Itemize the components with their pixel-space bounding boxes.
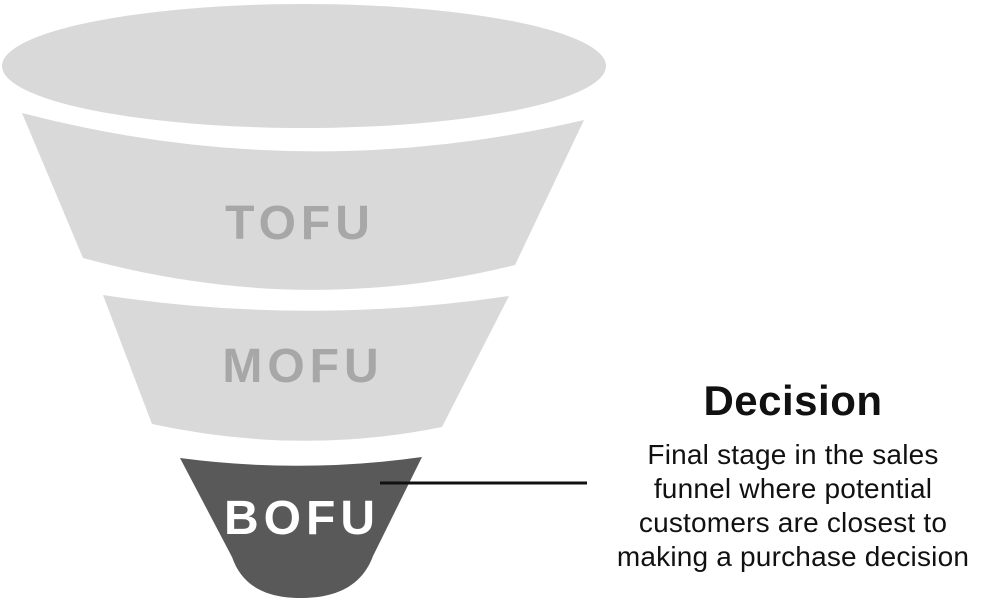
annotation-title: Decision (703, 377, 883, 424)
annotation-block: Decision Final stage in the sales funnel… (583, 377, 1000, 574)
funnel-stage-tofu (22, 113, 584, 290)
mofu-label: MOFU (222, 340, 383, 393)
funnel-top-ellipse (2, 4, 606, 128)
funnel-stage-bofu (180, 457, 422, 598)
funnel-stage-mofu (103, 295, 509, 441)
tofu-label: TOFU (225, 197, 375, 250)
bofu-label: BOFU (224, 492, 380, 545)
annotation-description: Final stage in the sales funnel where po… (616, 439, 970, 573)
